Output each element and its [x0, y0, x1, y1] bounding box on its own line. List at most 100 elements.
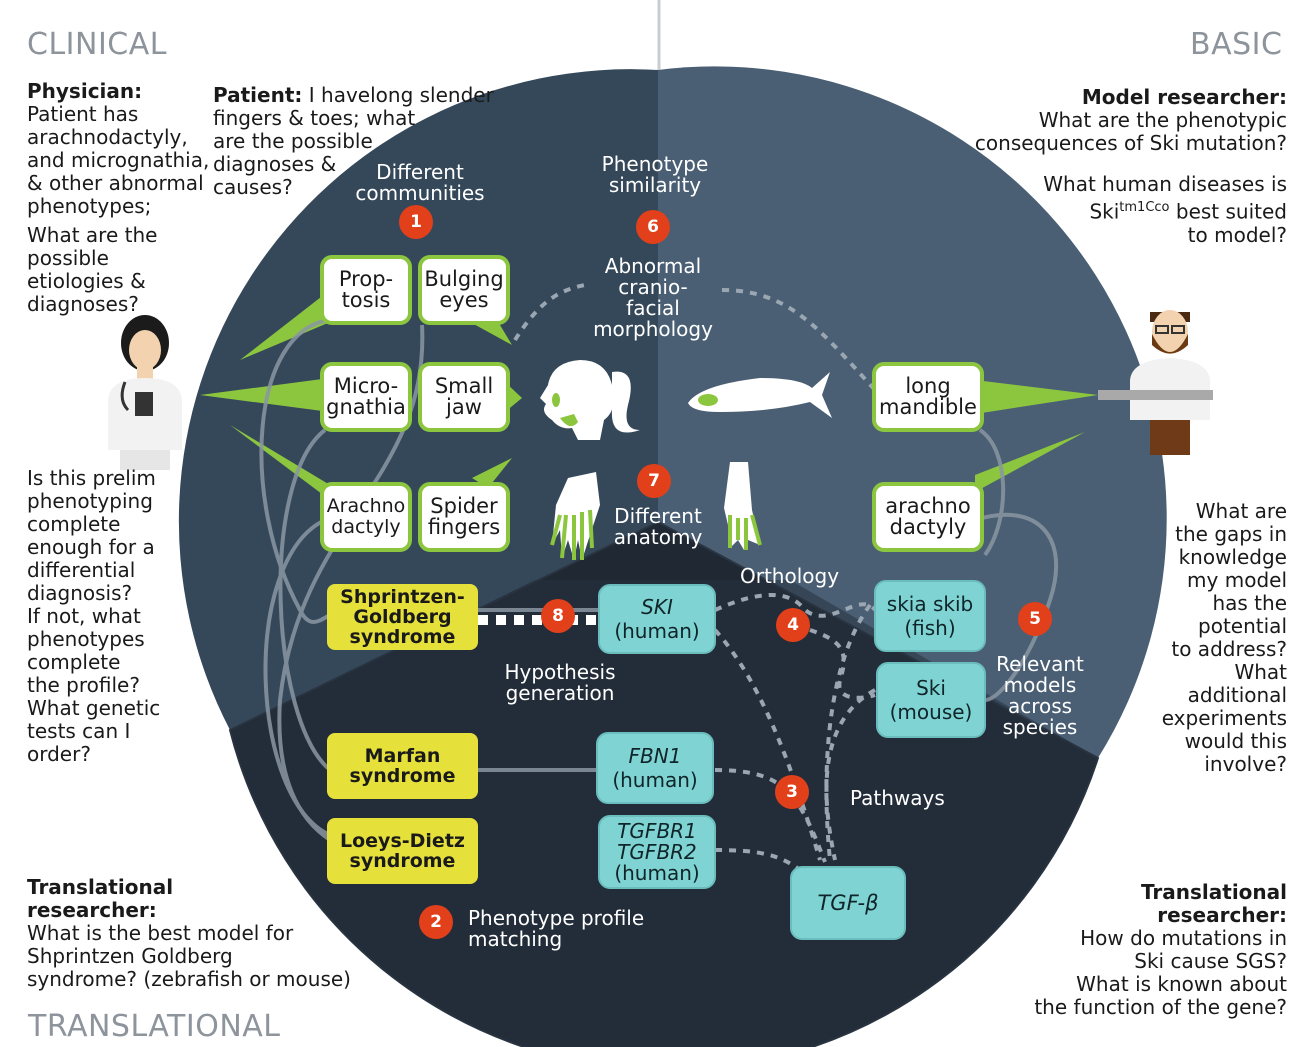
micrognathia-bubble: Micro-gnathia	[320, 362, 412, 432]
tgf-beta-node: TGF-β	[790, 866, 906, 940]
marker-4: 4	[776, 608, 810, 642]
ski-allele-superscript: tm1Cco	[1119, 200, 1170, 215]
dashed-links	[513, 283, 877, 872]
physician-line: & other abnormal	[27, 171, 204, 195]
clinical-question-line: tests can I	[27, 719, 131, 743]
connector-lines	[259, 318, 1059, 842]
physician-text: Physician: Patient has arachnodactyly, a…	[27, 80, 209, 316]
translational-right-line: How do mutations in	[1080, 926, 1287, 950]
physician-line: phenotypes;	[27, 194, 152, 218]
basic-question-line: my model	[1187, 568, 1287, 592]
marker-6: 6	[636, 210, 670, 244]
clinical-question-line: If not, what	[27, 604, 141, 628]
patient-line: I havelong slender	[308, 83, 494, 107]
patient-line: fingers & toes; what	[213, 106, 416, 130]
marker-5: 5	[1018, 602, 1052, 636]
marker-2: 2	[419, 905, 453, 939]
clinical-question-line: Is this prelim	[27, 466, 156, 490]
patient-text: Patient: I havelong slender fingers & to…	[213, 84, 494, 199]
basic-heading: BASIC	[1190, 27, 1283, 62]
translational-right-line: Ski cause SGS?	[1134, 949, 1287, 973]
zebrafish-icon	[688, 372, 832, 418]
fbn1-gene: FBN1(human)	[596, 732, 714, 804]
model-researcher-line: to model?	[1187, 222, 1287, 247]
physician-line: and micrognathia,	[27, 148, 210, 172]
model-researcher-text: Model researcher: What are the phenotypi…	[975, 86, 1287, 247]
physician-question: What are the	[27, 223, 158, 247]
clinical-question-line: complete	[27, 512, 121, 536]
clinical-question-line: diagnosis?	[27, 581, 133, 605]
patient-heading: Patient:	[213, 83, 303, 107]
basic-question-line: to address?	[1171, 637, 1287, 661]
basic-question-line: What are	[1195, 499, 1287, 523]
marker-7: 7	[637, 464, 671, 498]
patient-line: causes?	[213, 175, 293, 199]
translational-right-line: What is known about	[1076, 972, 1287, 996]
clinical-question-line: phenotypes	[27, 627, 145, 651]
bubble-pointer	[200, 378, 330, 412]
clinical-heading: CLINICAL	[27, 27, 167, 62]
translational-left-line: Shprintzen Goldberg	[27, 944, 233, 968]
model-researcher-line: consequences of Ski mutation?	[974, 131, 1287, 155]
model-researcher-line: What human diseases is	[1043, 172, 1287, 196]
model-researcher-line: best suited	[1169, 199, 1287, 224]
basic-question-line: involve?	[1204, 752, 1287, 776]
translational-left-heading: researcher:	[27, 898, 157, 922]
proptosis-bubble: Prop-tosis	[320, 255, 412, 325]
bubble-pointer	[240, 290, 335, 360]
clinical-question-line: enough for a	[27, 535, 155, 559]
physician-icon	[108, 315, 182, 470]
translational-left-line: syndrome? (zebrafish or mouse)	[27, 967, 351, 991]
basic-question-line: would this	[1184, 729, 1287, 753]
pathways-label: Pathways	[850, 786, 945, 810]
clinical-question-line: phenotyping	[27, 489, 153, 513]
mouse-paw-icon	[724, 462, 762, 550]
basic-question-line: additional	[1187, 683, 1287, 707]
physician-line: Patient has	[27, 102, 139, 126]
basic-question-line: potential	[1198, 614, 1287, 638]
patient-line: diagnoses &	[213, 152, 337, 176]
model-researcher-heading: Model researcher:	[1081, 85, 1287, 109]
human-head-icon	[540, 360, 640, 440]
physician-question: diagnoses?	[27, 292, 139, 316]
translational-heading: TRANSLATIONAL	[28, 1009, 281, 1044]
clinical-question-line: order?	[27, 742, 91, 766]
bubble-pointer	[975, 380, 1098, 414]
orthology-label: Orthology	[740, 564, 840, 588]
basic-question-line: the gaps in	[1175, 522, 1287, 546]
translational-left-line: What is the best model for	[27, 921, 294, 945]
basic-questions: What are the gaps in knowledge my model …	[1162, 500, 1287, 776]
ski-fish-gene: skia skib(fish)	[874, 580, 986, 652]
translational-left-heading: Translational	[27, 875, 174, 899]
ski-allele: Ski	[1089, 199, 1120, 224]
basic-question-line: knowledge	[1178, 545, 1287, 569]
clinical-questions: Is this prelim phenotyping complete enou…	[27, 467, 160, 766]
physician-question: etiologies &	[27, 269, 146, 293]
human-hand-icon	[550, 472, 600, 560]
translational-right-text: Translational researcher: How do mutatio…	[1034, 881, 1287, 1019]
translational-right-heading: researcher:	[1157, 903, 1287, 927]
researcher-icon	[1098, 310, 1213, 455]
translational-right-line: the function of the gene?	[1034, 995, 1287, 1019]
physician-heading: Physician:	[27, 79, 143, 103]
clinical-question-line: differential	[27, 558, 136, 582]
physician-line: arachnodactyly,	[27, 125, 188, 149]
ski-mouse-gene: Ski(mouse)	[876, 662, 986, 738]
marker-1: 1	[399, 205, 433, 239]
clinical-question-line: What genetic	[27, 696, 161, 720]
model-researcher-line: What are the phenotypic	[1038, 108, 1287, 132]
basic-question-line: experiments	[1161, 706, 1287, 730]
